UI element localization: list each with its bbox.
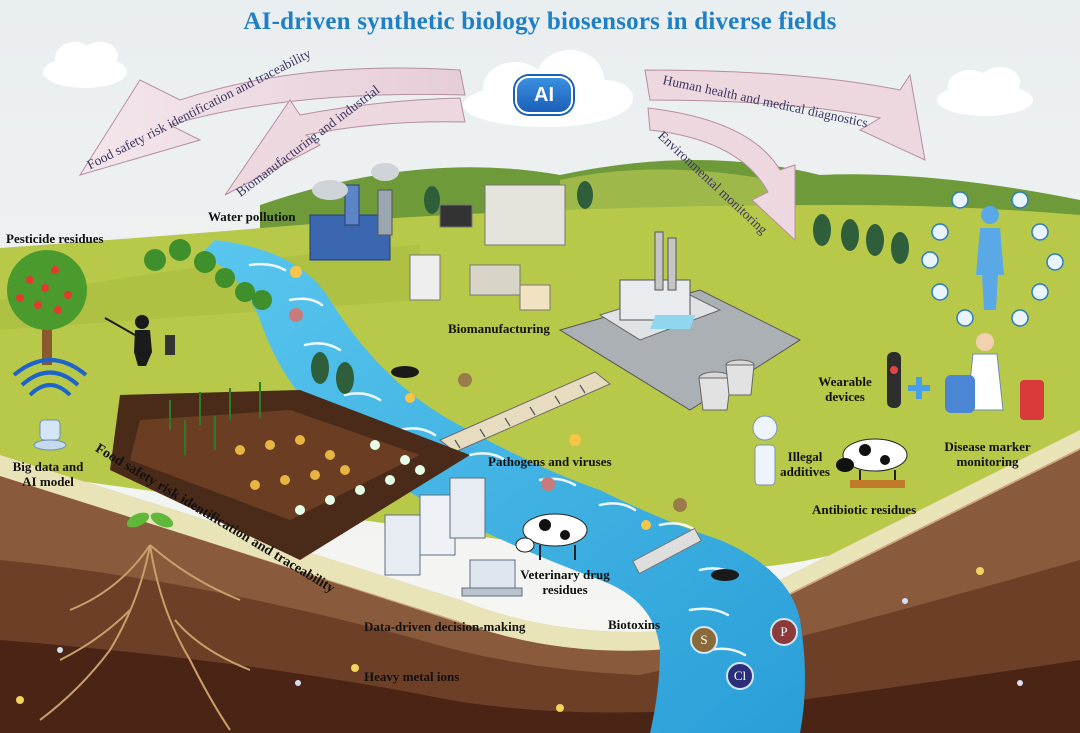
label-disease-line2: monitoring — [956, 453, 1019, 469]
label-water-pollution: Water pollution — [208, 209, 296, 224]
metal-particles — [16, 567, 1023, 712]
bottle-icon — [752, 415, 778, 486]
label-data-driven: Data-driven decision-making — [364, 619, 526, 634]
factory — [558, 231, 802, 411]
label-disease-line1: Disease marker — [944, 439, 1031, 454]
ion-sulfur: S — [690, 626, 718, 654]
label-veterinary-drug: Veterinary drug residues — [515, 567, 615, 598]
wearable-band — [887, 352, 901, 408]
label-biomanufacturing: Biomanufacturing — [448, 321, 550, 336]
label-big-data-line2: AI model — [22, 473, 74, 489]
cow-field — [515, 513, 588, 560]
trees-row — [144, 181, 909, 394]
lab — [409, 184, 566, 311]
river — [200, 240, 805, 733]
sprayer-person — [104, 315, 175, 366]
cow-right — [836, 438, 908, 488]
soil-bottom — [0, 640, 1080, 733]
organ-icons — [921, 191, 1064, 327]
label-veterinary-line2: residues — [542, 581, 588, 597]
label-pathogens-viruses: Pathogens and viruses — [488, 454, 612, 469]
human-figure — [976, 206, 1004, 310]
seedling — [126, 512, 174, 528]
label-illegal-line2: additives — [780, 463, 830, 479]
apple-tree — [7, 250, 87, 365]
ion-phosphorus: P — [770, 618, 798, 646]
label-wearable-line1: Wearable — [818, 374, 872, 389]
label-wearable-line2: devices — [825, 388, 865, 404]
label-wearable-devices: Wearable devices — [810, 374, 880, 405]
doctor — [945, 333, 1044, 420]
cloud-right — [937, 67, 1033, 116]
bridge-lower — [632, 527, 702, 575]
ai-badge: AI — [515, 76, 573, 114]
label-antibiotic-residues: Antibiotic residues — [812, 502, 917, 517]
crop-field — [110, 382, 470, 560]
servers — [384, 477, 523, 597]
label-illegal-line1: Illegal — [787, 449, 823, 464]
label-pesticide-residues: Pesticide residues — [6, 231, 104, 246]
label-biotoxins: Biotoxins — [608, 617, 661, 632]
plant-roots — [39, 544, 251, 731]
label-big-data-line1: Big data and — [12, 459, 84, 474]
pathogen-dots — [289, 266, 687, 530]
label-big-data: Big data and AI model — [2, 459, 94, 490]
plus-icon — [908, 377, 930, 399]
fish-icons — [391, 366, 739, 581]
label-disease-marker: Disease marker monitoring — [930, 439, 1045, 470]
label-heavy-metal-ions: Heavy metal ions — [364, 669, 460, 684]
sensor-device — [33, 419, 67, 451]
wifi-icon — [12, 358, 88, 397]
label-illegal-additives: Illegal additives — [775, 449, 835, 480]
page-title: AI-driven synthetic biology biosensors i… — [243, 8, 837, 35]
label-veterinary-line1: Veterinary drug — [520, 567, 610, 582]
ground-edge — [0, 430, 1080, 651]
ion-chlorine: Cl — [726, 662, 754, 690]
